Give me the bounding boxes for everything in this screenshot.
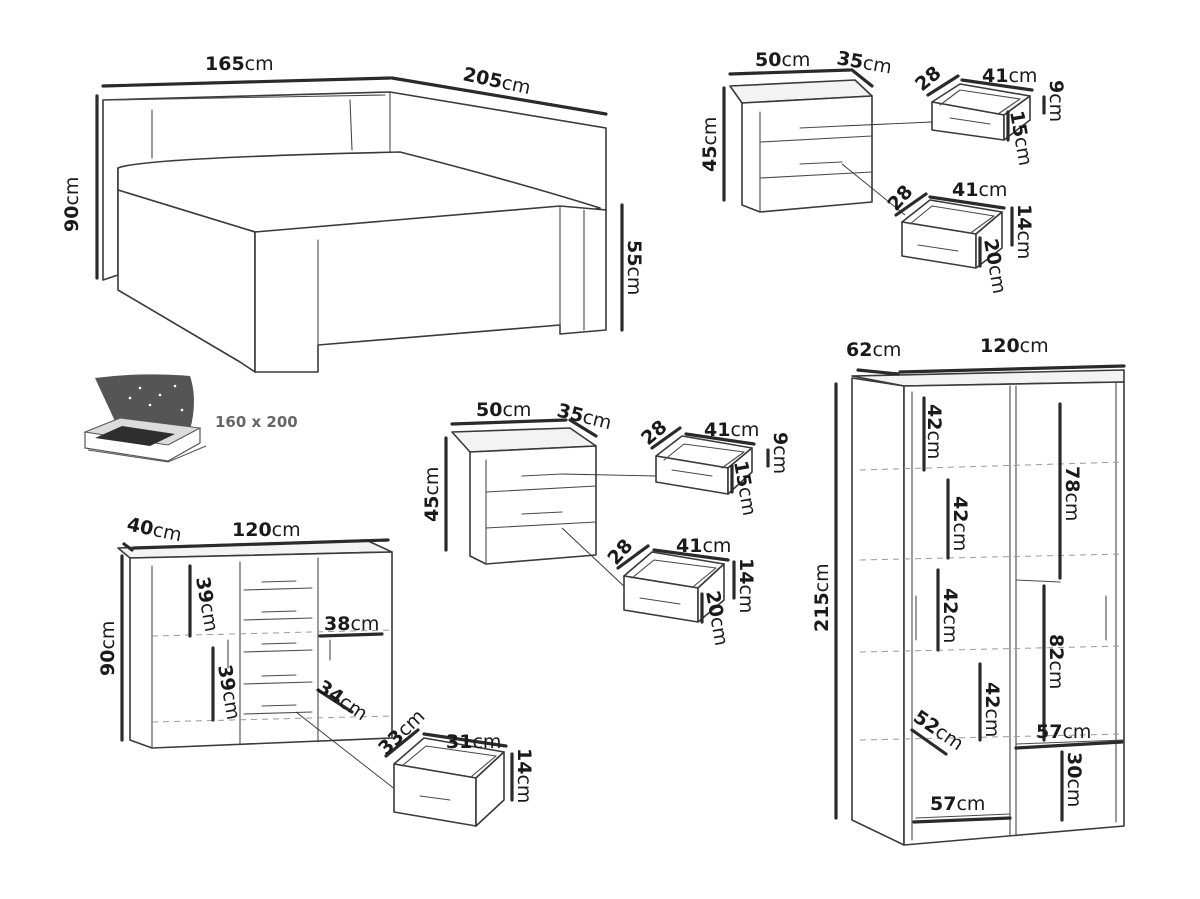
- ns1-depth-label: 35cm: [835, 47, 893, 78]
- ns2-ds-side-label: 15cm: [729, 459, 760, 517]
- ns2-dl-front-label: 14cm: [735, 558, 757, 613]
- dresser-shelf-upper-label: 39cm: [191, 575, 222, 633]
- bed-drawing: [95, 76, 624, 373]
- bed-foot-height-label: 55cm: [623, 240, 645, 295]
- wardrobe-shelf-3-label: 42cm: [939, 588, 961, 643]
- ns1-ds-width-label: 41cm: [982, 65, 1037, 87]
- wardrobe-hang-lower-label: 82cm: [1045, 634, 1067, 689]
- dresser-depth-label: 40cm: [125, 513, 184, 546]
- mattress-size-icon: [83, 374, 207, 463]
- wardrobe-shelf-1-label: 42cm: [923, 404, 945, 459]
- ns2-ds-depth-label: 28: [637, 416, 671, 450]
- nightstand-mid-drawing: [444, 418, 770, 624]
- wardrobe-drawing: [834, 364, 1126, 846]
- ns1-height-label: 45cm: [699, 117, 721, 172]
- ns2-height-label: 45cm: [421, 467, 443, 522]
- ns2-dl-side-label: 20cm: [701, 589, 732, 647]
- ns2-ds-width-label: 41cm: [704, 419, 759, 441]
- ns2-dl-width-label: 41cm: [676, 535, 731, 557]
- wardrobe-hang-upper-label: 78cm: [1061, 466, 1083, 521]
- ns1-dl-depth-label: 28: [883, 181, 917, 215]
- wardrobe-shelf-2-label: 42cm: [949, 496, 971, 551]
- ns1-dl-width-label: 41cm: [952, 179, 1007, 201]
- mattress-size-text: 160 x 200: [215, 413, 298, 431]
- ns1-width-label: 50cm: [755, 49, 810, 71]
- ns2-ds-front-label: 9cm: [769, 432, 791, 474]
- wardrobe-width-label: 120cm: [980, 335, 1049, 357]
- dresser-compartment-label: 38cm: [324, 613, 379, 635]
- wardrobe-height-label: 215cm: [811, 563, 833, 632]
- dresser-shelf-lower-label: 39cm: [213, 663, 244, 721]
- dresser-drawer-front-label: 14cm: [513, 748, 535, 803]
- dresser-drawing: [117, 538, 514, 827]
- ns1-ds-side-label: 15cm: [1005, 109, 1036, 167]
- wardrobe-depth-label: 62cm: [846, 339, 901, 361]
- bed-length-label: 205cm: [461, 63, 533, 99]
- dresser-height-label: 90cm: [97, 621, 119, 676]
- ns1-ds-depth-label: 28: [911, 62, 945, 96]
- ns2-dl-depth-label: 28: [603, 535, 637, 569]
- wardrobe-shelf-4-label: 42cm: [981, 682, 1003, 737]
- wardrobe-base-height-label: 30cm: [1063, 752, 1085, 807]
- ns1-dl-side-label: 20cm: [979, 237, 1010, 295]
- bed-height-label: 90cm: [61, 177, 83, 232]
- nightstand-top-drawing: [722, 68, 1046, 269]
- dresser-drawer-width-label: 31cm: [446, 731, 501, 753]
- wardrobe-bottom-width-label: 57cm: [930, 793, 985, 815]
- ns1-dl-front-label: 14cm: [1013, 204, 1035, 259]
- dresser-width-label: 120cm: [232, 519, 301, 541]
- ns1-ds-front-label: 9cm: [1045, 80, 1067, 122]
- ns2-width-label: 50cm: [476, 399, 531, 421]
- bed-width-label: 165cm: [205, 53, 274, 75]
- wardrobe-shelf-width-label: 57cm: [1036, 721, 1091, 743]
